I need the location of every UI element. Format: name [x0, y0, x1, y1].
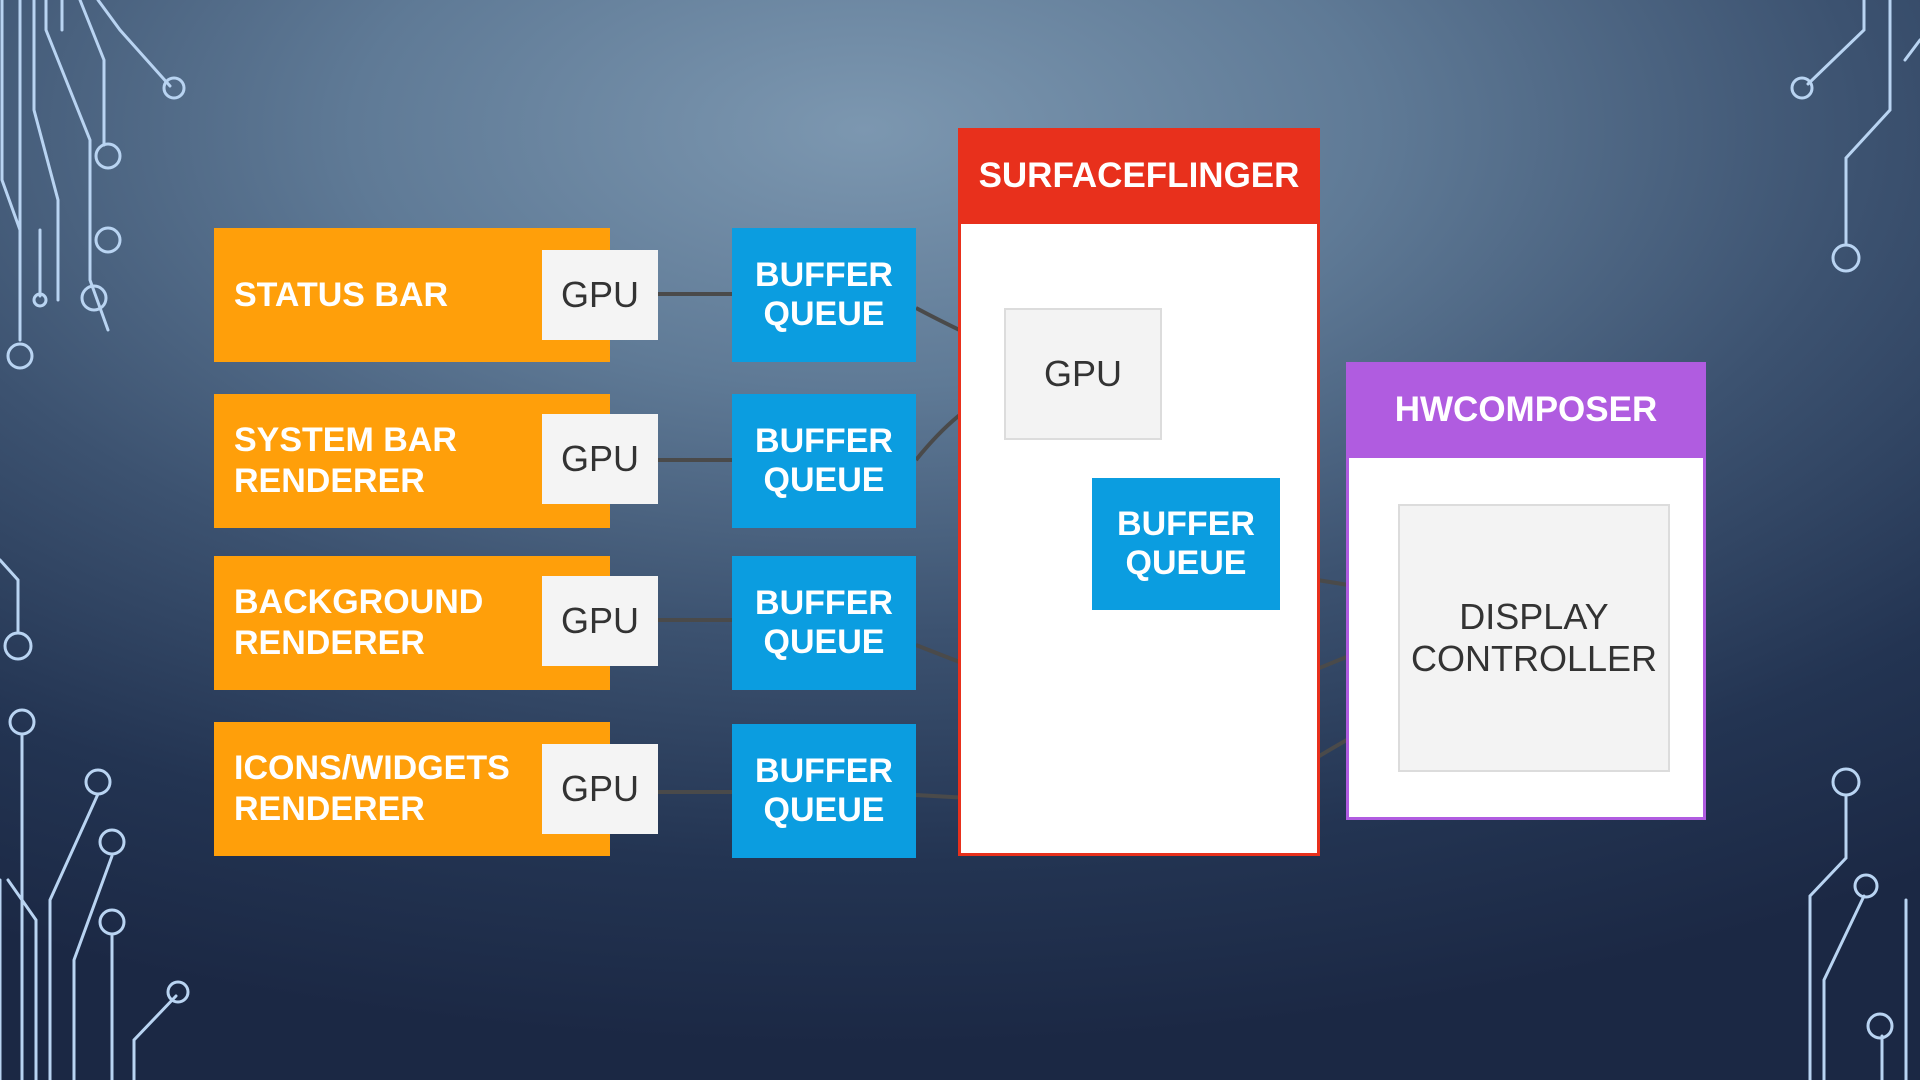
renderer-label: ICONS/WIDGETS RENDERER: [234, 749, 510, 828]
renderer-status-bar: STATUS BAR GPU: [214, 228, 658, 362]
renderer-label: SYSTEM BAR RENDERER: [234, 421, 457, 500]
gpu-box: GPU: [542, 744, 658, 834]
surfaceflinger-buffer-queue: BUFFER QUEUE: [1092, 478, 1280, 610]
surfaceflinger-gpu: GPU: [1004, 308, 1162, 440]
gpu-box: GPU: [542, 250, 658, 340]
renderer-icons-widgets: ICONS/WIDGETS RENDERER GPU: [214, 722, 658, 856]
renderer-label: STATUS BAR: [234, 275, 449, 314]
gpu-box: GPU: [542, 414, 658, 504]
display-controller: DISPLAY CONTROLLER: [1398, 504, 1670, 772]
renderer-label: BACKGROUND RENDERER: [234, 583, 484, 662]
hwcomposer-title: HWCOMPOSER: [1346, 362, 1706, 458]
renderer-system-bar: SYSTEM BAR RENDERER GPU: [214, 394, 658, 528]
renderer-background: BACKGROUND RENDERER GPU: [214, 556, 658, 690]
buffer-queue-1: BUFFER QUEUE: [732, 228, 916, 362]
gpu-box: GPU: [542, 576, 658, 666]
buffer-queue-4: BUFFER QUEUE: [732, 724, 916, 858]
buffer-queue-3: BUFFER QUEUE: [732, 556, 916, 690]
surfaceflinger-title: SURFACEFLINGER: [958, 128, 1320, 224]
buffer-queue-2: BUFFER QUEUE: [732, 394, 916, 528]
